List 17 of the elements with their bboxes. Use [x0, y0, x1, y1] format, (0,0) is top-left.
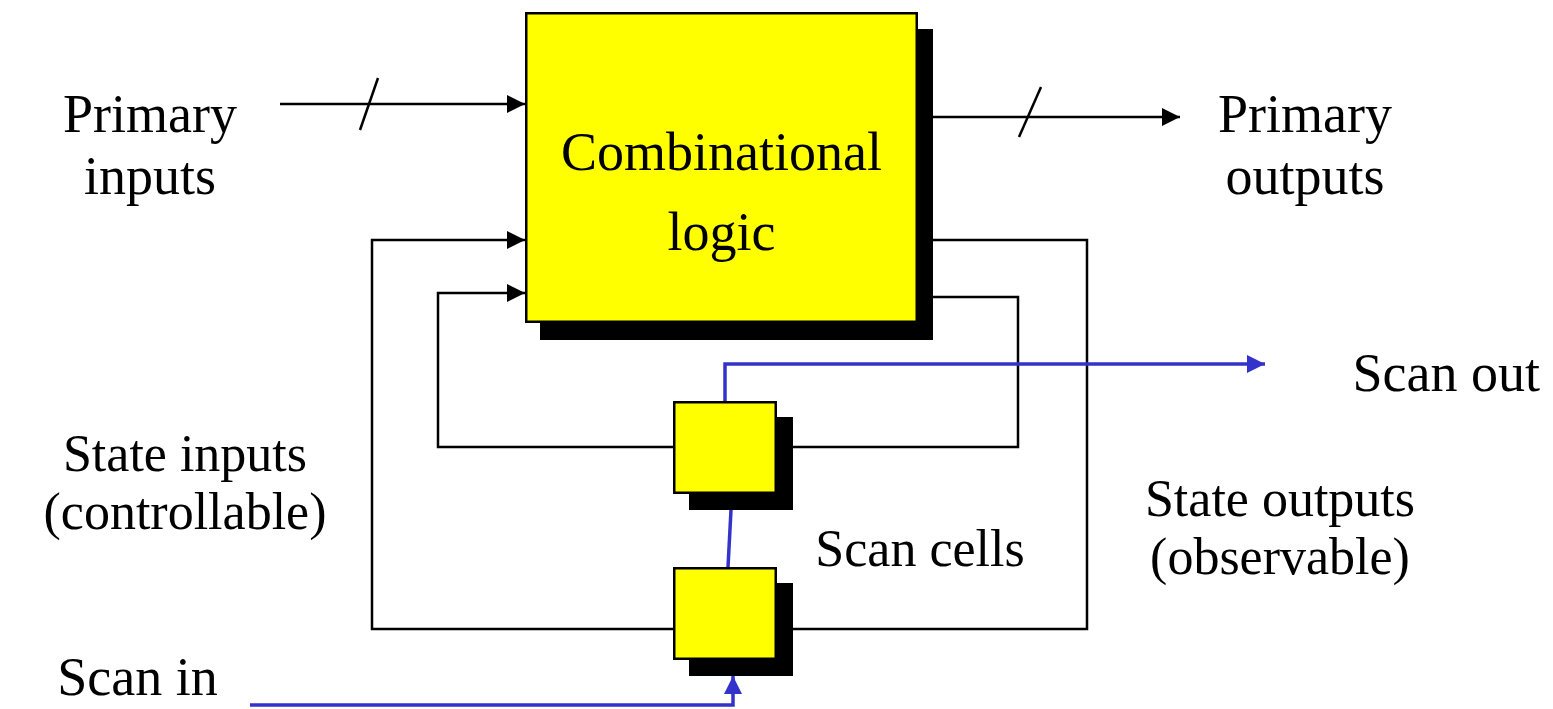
signal-label: Primary outputs — [1180, 80, 1430, 210]
scan-cell — [673, 401, 793, 510]
connector-arrow — [370, 231, 673, 631]
scan-cell — [673, 567, 793, 676]
connector-arrow — [250, 676, 742, 707]
signal-label: Primary inputs — [20, 80, 280, 210]
annotation-label: State outputs (observable) — [1143, 470, 1417, 586]
block-title: Combinational logic — [560, 121, 883, 264]
connector-arrow — [723, 355, 1265, 401]
logic-block — [525, 12, 933, 340]
connector-arrow — [436, 284, 673, 449]
connector-arrow — [933, 108, 1180, 126]
annotation-label: State inputs (controllable) — [42, 425, 328, 541]
connector-arrow — [280, 95, 525, 113]
signal-label: Scan out — [1265, 340, 1550, 406]
annotation-label: Scan cells — [814, 520, 1026, 578]
signal-label: Scan in — [25, 645, 250, 709]
